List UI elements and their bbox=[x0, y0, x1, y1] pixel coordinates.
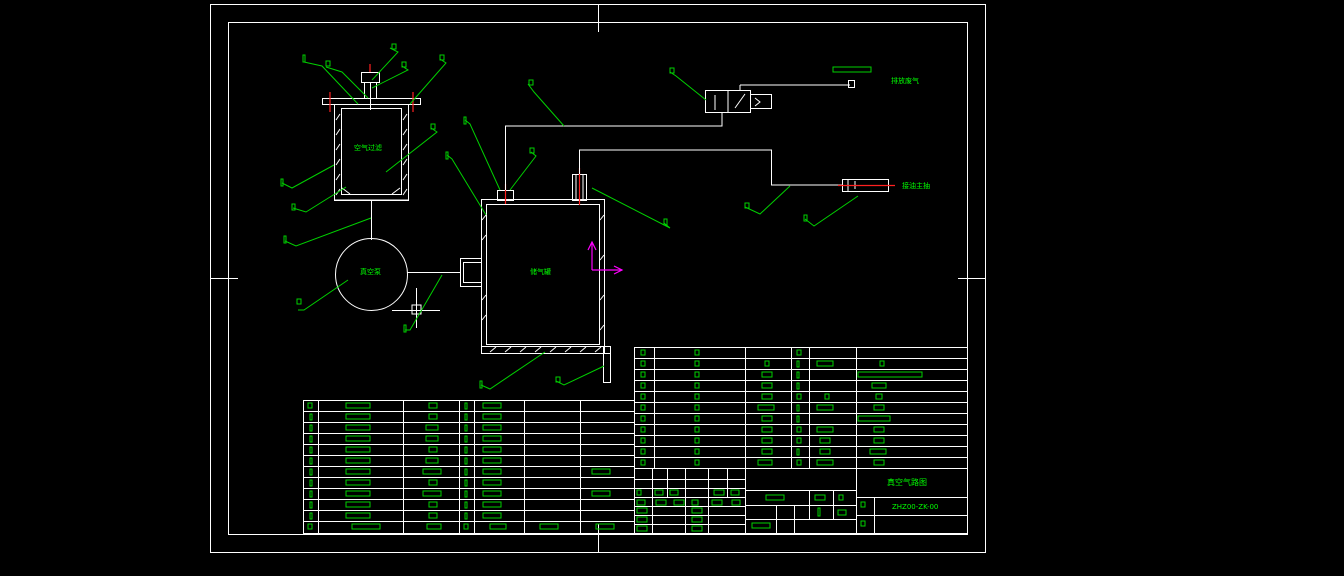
outer-border bbox=[210, 4, 986, 553]
piping bbox=[505, 112, 842, 190]
vacuum-pump-label: 真空泵 bbox=[360, 267, 381, 276]
parts-list-right bbox=[634, 347, 968, 469]
air-filter: 空气过滤 bbox=[322, 64, 421, 201]
vacuum-pump: 真空泵 bbox=[335, 200, 460, 328]
leader-tags bbox=[280, 43, 872, 389]
title-block: 真空气路图 ZHZ00-ZK-00 bbox=[634, 468, 968, 534]
outlet-connector bbox=[838, 179, 895, 192]
pipe-outlet-label: 接油主抽 bbox=[902, 181, 930, 190]
gas-tank-label: 储气罐 bbox=[530, 267, 551, 276]
gas-tank: 储气罐 bbox=[460, 168, 624, 383]
ucs-icon bbox=[587, 240, 624, 275]
parts-list-left bbox=[303, 400, 635, 534]
drawing-number: ZHZ00-ZK-00 bbox=[892, 503, 938, 511]
air-filter-label: 空气过滤 bbox=[354, 143, 382, 152]
solenoid-valve bbox=[705, 80, 855, 113]
drawing-title: 真空气路图 bbox=[887, 477, 927, 487]
center-marks bbox=[210, 4, 986, 552]
exhaust-label: 排放废气 bbox=[891, 76, 919, 85]
